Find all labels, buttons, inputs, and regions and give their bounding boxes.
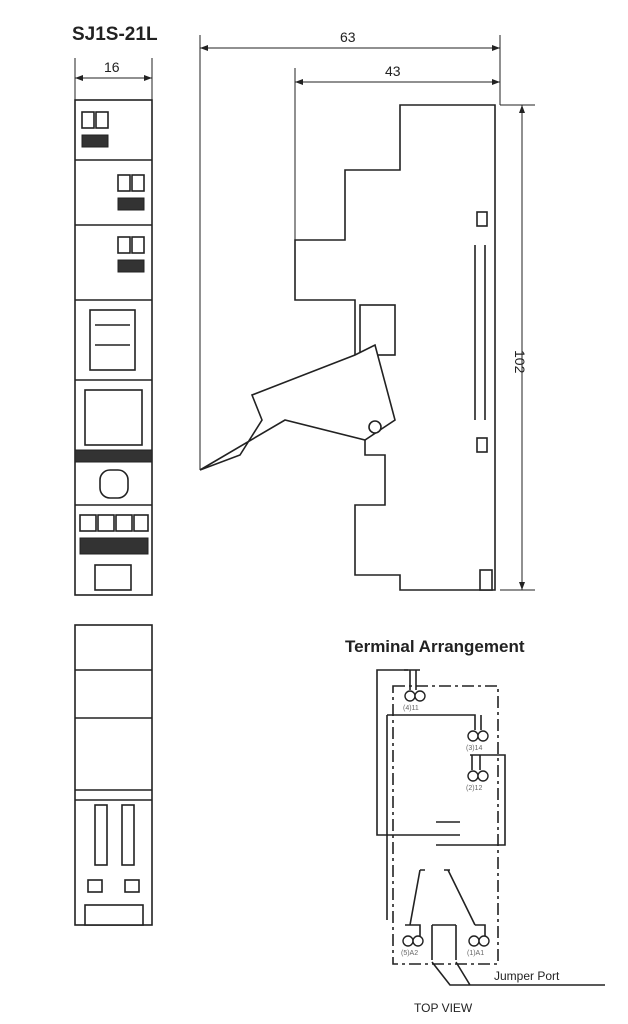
terminal-arrangement-diagram: (4)11 (3)14 (2)12 (5)A2 (1)A1 Jumper Por…	[376, 669, 605, 1015]
dimension-height-102: 102	[500, 104, 535, 591]
svg-text:43: 43	[385, 63, 401, 79]
dimension-width-16: 16	[74, 58, 153, 100]
bottom-view	[74, 624, 153, 926]
terminal-label-a1: (1)A1	[467, 950, 484, 957]
front-view	[74, 99, 153, 596]
dimension-depth-63: 63	[199, 29, 501, 470]
svg-text:16: 16	[104, 59, 120, 75]
jumper-port-label: Jumper Port	[494, 969, 560, 983]
side-view	[199, 104, 496, 591]
terminal-label-11: (4)11	[403, 705, 419, 712]
terminal-label-a2: (5)A2	[401, 950, 418, 957]
terminal-arrangement-heading: Terminal Arrangement	[345, 637, 525, 656]
top-view-label: TOP VIEW	[414, 1001, 473, 1015]
terminal-label-14: (3)14	[466, 745, 482, 752]
terminal-label-12: (2)12	[466, 785, 482, 792]
svg-text:63: 63	[340, 29, 356, 45]
model-title: SJ1S-21L	[72, 24, 158, 45]
dimension-depth-43: 43	[294, 63, 500, 240]
svg-text:102: 102	[512, 350, 528, 374]
